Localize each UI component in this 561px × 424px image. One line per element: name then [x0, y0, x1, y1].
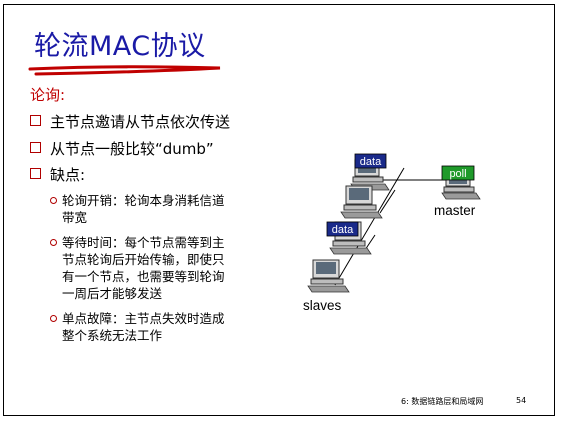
svg-text:data: data: [332, 224, 354, 236]
section-heading: 论询:: [30, 86, 66, 104]
svg-text:data: data: [360, 156, 382, 168]
slide-title: 轮流MAC协议: [34, 31, 206, 62]
slave-computer-icon: [340, 185, 383, 219]
master-label: master: [434, 203, 476, 218]
sub-bullet-item: 单点故障：主节点失效时造成 整个系统无法工作: [50, 310, 282, 344]
poll-tag: poll: [441, 165, 475, 181]
bullet-item: 主节点邀请从节点依次传送: [30, 111, 230, 132]
data-tag: data: [326, 221, 359, 237]
sub-bullet-item: 轮询开销：轮询本身消耗信道 带宽: [50, 192, 282, 226]
footer-page-number: 54: [516, 396, 527, 405]
slave-computer-icon: [307, 259, 350, 293]
circle-bullet-icon: [50, 315, 57, 322]
svg-text:poll: poll: [449, 168, 466, 180]
footer-chapter: 6: 数据链路层和局域网: [401, 397, 484, 406]
bullet-item: 缺点:: [30, 164, 85, 185]
master-computer-icon: [441, 175, 481, 200]
square-bullet-icon: [30, 168, 41, 179]
circle-bullet-icon: [50, 197, 57, 204]
data-tag: data: [354, 153, 387, 169]
bullet-item: 从节点一般比较“dumb”: [30, 138, 214, 159]
slaves-label: slaves: [303, 298, 342, 313]
title-underline: [28, 65, 221, 76]
circle-bullet-icon: [50, 239, 57, 246]
square-bullet-icon: [30, 115, 41, 126]
square-bullet-icon: [30, 142, 41, 153]
network-links: [334, 167, 455, 286]
sub-bullet-item: 等待时间：每个节点需等到主 节点轮询后开始传输，即使只 有一个节点，也需要等到轮…: [50, 234, 282, 302]
